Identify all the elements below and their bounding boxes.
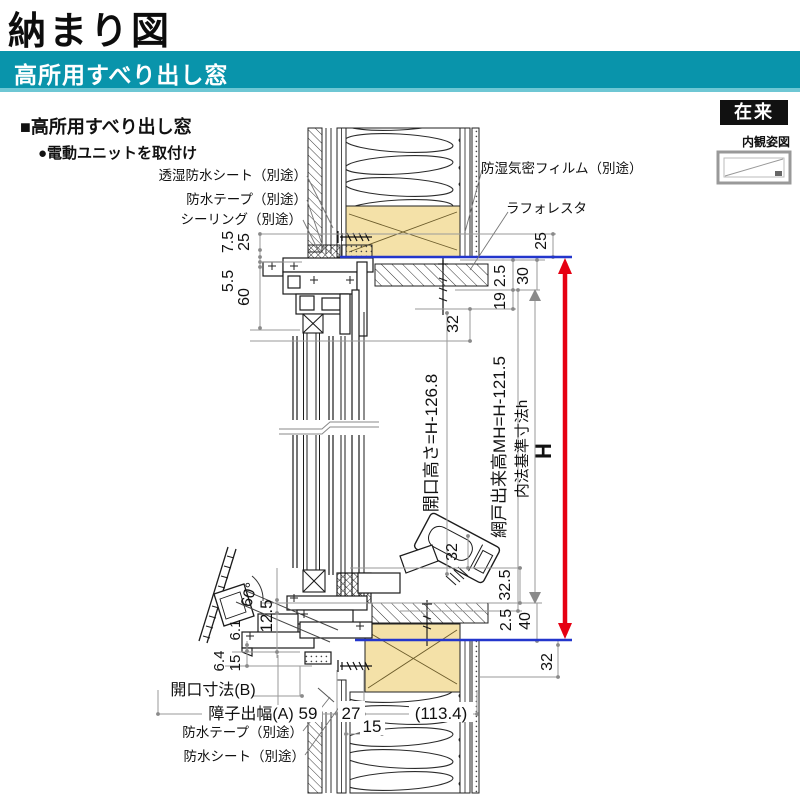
- dim-32-5: 32.5: [497, 569, 514, 600]
- wall-section-top: [307, 127, 489, 287]
- dim-6-1: 6.1: [227, 620, 244, 641]
- banner-label: 高所用すべり出し窓: [14, 62, 229, 88]
- interior-view-label: 内観姿図: [741, 135, 790, 149]
- dim-15-bottom: 15: [363, 717, 382, 736]
- dim-27: 27: [342, 704, 361, 723]
- drawing-note: ●電動ユニットを取付け: [38, 145, 198, 162]
- glass-spacer-bottom: [302, 569, 326, 593]
- callout-texts: 透湿防水シート（別途） 防水テープ（別途） シーリング（別途） 防湿気密フィルム…: [159, 160, 643, 764]
- dim-sash-projection-A: 障子出幅(A): [208, 705, 293, 723]
- dim-19: 19: [492, 292, 509, 310]
- dim-15-left: 15: [227, 655, 244, 672]
- dim-40: 40: [517, 612, 534, 630]
- dim-opening-height: 開口高さ=H-126.8: [422, 374, 441, 512]
- siding-bottom: [307, 711, 323, 794]
- frame-head: [262, 257, 374, 607]
- h-dimension-arrow: [558, 258, 572, 639]
- dim-5-5: 5.5: [220, 270, 237, 292]
- dim-60-left: 60: [236, 288, 253, 306]
- dim-6-4: 6.4: [211, 651, 228, 672]
- dim-30: 30: [515, 267, 532, 285]
- dim-113-4: (113.4): [415, 704, 468, 723]
- dim-inner-standard: 内法基準寸法h: [514, 400, 531, 498]
- dim-2-5-top: 2.5: [492, 265, 509, 287]
- insulation-top: [345, 127, 461, 207]
- drawing-heading: ■高所用すべり出し窓: [20, 117, 192, 137]
- fastener-marks: [246, 262, 364, 640]
- dim-7-5: 7.5: [220, 231, 237, 253]
- frame-sill: [241, 572, 401, 665]
- dim-12-5: 12.5: [257, 599, 276, 632]
- dim-screen-height: 網戸出来高MH=H-121.5: [490, 356, 509, 538]
- section-break: [279, 420, 379, 435]
- interior-trim-bottom: [371, 602, 489, 624]
- callout-tape-top: 防水テープ（別途）: [186, 191, 307, 207]
- callout-vapor-film: 防湿気密フィルム（別途）: [481, 160, 642, 176]
- stay-arm: [243, 589, 339, 631]
- callout-sheet-bottom: 防水シート（別途）: [184, 748, 306, 764]
- glass-spacer-top: [302, 313, 324, 334]
- label-backgrounds: [176, 681, 473, 735]
- dimension-texts: 7.5 25 5.5 60 25 2.5 30 19 32 開口高さ=H-126…: [170, 231, 556, 736]
- sketch-diagonal: [724, 158, 784, 177]
- dim-25-right: 25: [533, 232, 550, 250]
- callout-breathable-sheet: 透湿防水シート（別途）: [159, 167, 308, 183]
- construction-type-badge: 在来: [720, 100, 788, 125]
- sash-opened: [198, 546, 339, 644]
- dim-25-left: 25: [236, 233, 253, 251]
- callout-sealing: シーリング（別途）: [181, 211, 303, 227]
- dim-32-top: 32: [445, 315, 462, 333]
- sash-closed: [292, 312, 365, 603]
- callout-tape-bottom: 防水テープ（別途）: [182, 724, 303, 740]
- sketch-operator: [775, 171, 782, 176]
- dim-H: H: [531, 443, 556, 459]
- dim-59: 59: [299, 704, 318, 723]
- interior-view-sketch: [716, 150, 792, 185]
- dim-32-unit: 32: [444, 543, 461, 561]
- callout-laforesta: ラフォレスタ: [506, 201, 587, 216]
- angle-arc: [251, 575, 264, 602]
- screw-trim-vertical: [438, 258, 448, 315]
- plasterboard-bottom: [471, 639, 480, 794]
- dim-60-degrees: 60°: [238, 581, 261, 609]
- dim-opening-B: 開口寸法(B): [170, 681, 255, 699]
- page-title: 納まり図: [8, 11, 173, 53]
- dim-2-5-bottom: 2.5: [498, 609, 515, 631]
- gray-arrows: [529, 289, 541, 604]
- dim-32-bottom: 32: [539, 653, 556, 671]
- section-banner: 高所用すべり出し窓: [0, 51, 800, 92]
- interior-trim-top: [374, 263, 489, 287]
- screw-sill-vertical: [422, 600, 432, 646]
- screw-bottom: [337, 660, 372, 672]
